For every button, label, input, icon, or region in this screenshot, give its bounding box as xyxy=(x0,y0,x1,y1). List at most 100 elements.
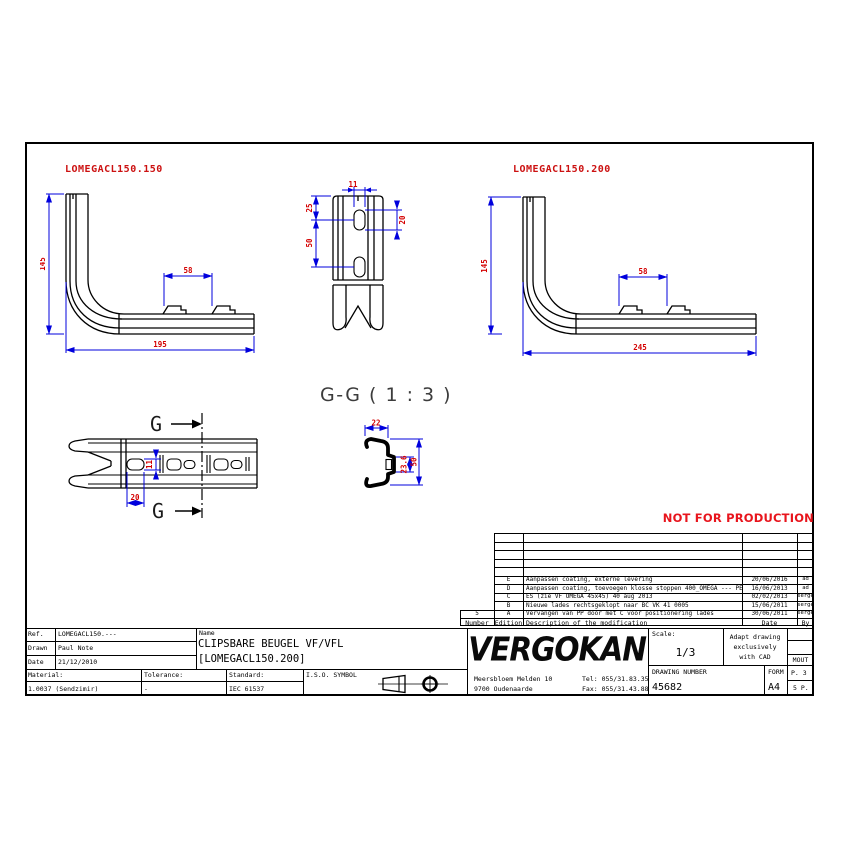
revision-description: Aanpassen coating, externe levering xyxy=(526,576,653,583)
dim-clip-text: 58 xyxy=(638,267,648,276)
company-logo: VERGOKAN xyxy=(468,629,648,669)
title-block: Ref. LOMEGACL150.--- Drawn Paul Note Dat… xyxy=(25,628,814,696)
section-profile-view: 22 23.6 50 xyxy=(364,419,423,489)
side-view: G G 20 11 xyxy=(68,412,258,523)
revision-by: serge xyxy=(797,610,814,616)
section-title: G-G ( 1 : 3 ) xyxy=(320,384,453,406)
company-address1: Meersbloem Melden 10 xyxy=(474,675,553,683)
section-letter: G xyxy=(150,412,162,436)
cone-icon xyxy=(382,674,406,694)
name-label: Name xyxy=(199,629,215,637)
form-label: FORM xyxy=(768,668,784,676)
revision-edition: C xyxy=(506,593,511,600)
company-tel: Tel: 055/31.83.35 xyxy=(582,675,649,683)
material-value: 1.0037 (Sendzimir) xyxy=(28,685,99,693)
revision-date: 16/06/2013 xyxy=(751,584,788,592)
left-bracket-geometry xyxy=(65,193,255,335)
target-circle-icon xyxy=(421,675,439,693)
adapt-note-line3: with CAD xyxy=(739,653,771,661)
revision-description: Aanpassen coating, toevoegen klosse stop… xyxy=(526,584,743,592)
revision-description: Vervangen van PP door met C voor positio… xyxy=(526,610,714,617)
revision-date: 30/06/2011 xyxy=(751,610,788,617)
section-arrow-icon xyxy=(175,506,202,516)
revision-by: serge xyxy=(797,593,814,599)
right-view-label: LOMEGACL150.200 xyxy=(513,164,611,175)
ref-label: Ref. xyxy=(28,630,44,638)
drawing-frame xyxy=(25,142,814,696)
side-view-dimensions: 20 11 xyxy=(126,449,161,507)
dim-width-text: 22 xyxy=(371,419,380,428)
adapt-note-line1: Adapt drawing xyxy=(729,633,781,641)
dim-top-text: 11 xyxy=(348,180,358,189)
revision-description: ES (zie VF OMEGA 45x45) 40 aug 2013 xyxy=(526,593,653,600)
drawing-number-value: 45682 xyxy=(652,682,683,693)
side-view-geometry xyxy=(68,438,258,489)
front-channel-view: 11 25 50 20 xyxy=(305,180,407,331)
dim-inner-text: 23.6 xyxy=(400,455,409,474)
revision-edition: D xyxy=(506,584,511,592)
drawn-label: Drawn xyxy=(28,644,48,652)
revision-date: 15/06/2011 xyxy=(751,601,788,609)
dim-height-text: 145 xyxy=(40,257,47,271)
ref-value: LOMEGACL150.--- xyxy=(58,630,117,638)
dim-slot-text: 20 xyxy=(398,215,407,225)
revision-header-description: Description of the modification xyxy=(526,618,648,627)
adapt-note-line2: exclusively xyxy=(733,643,777,651)
revision-edition: E xyxy=(506,576,511,583)
section-marker-top: G xyxy=(150,412,202,436)
scale-value: 1/3 xyxy=(675,646,696,659)
date-value: 21/12/2010 xyxy=(58,658,98,666)
standard-value: IEC 61537 xyxy=(229,685,265,693)
iso-symbol-label: I.S.O. SYMBOL xyxy=(306,671,357,679)
dim-offset-text: 25 xyxy=(305,203,314,212)
page-count: 5 P. xyxy=(793,684,809,692)
company-fax: Fax: 055/31.43.88 xyxy=(582,685,649,693)
dim-height-text: 145 xyxy=(480,259,489,273)
dim-width-text: 20 xyxy=(130,493,140,502)
form-value: A4 xyxy=(768,682,781,693)
material-label: Material: xyxy=(28,671,64,679)
clip-section-slot xyxy=(385,458,393,471)
dim-length-text: 245 xyxy=(633,343,647,352)
section-arrow-icon xyxy=(171,419,202,429)
dim-height-text: 50 xyxy=(410,457,419,467)
revision-header-date: Date xyxy=(761,618,778,627)
left-bracket-view: 145 58 195 xyxy=(40,193,255,353)
company-address2: 9700 Oudenaarde xyxy=(474,685,533,693)
mout-cell: MOUT xyxy=(792,656,809,664)
revision-date: 20/06/2016 xyxy=(751,576,788,583)
tolerance-label: Tolerance: xyxy=(144,671,184,679)
revision-edition: B xyxy=(506,601,511,609)
dim-length-text: 195 xyxy=(153,340,167,349)
section-profile-dimensions: 22 23.6 50 xyxy=(364,419,423,486)
dim-clip-text: 58 xyxy=(183,266,193,275)
date-label: Date xyxy=(28,658,44,666)
revision-header-edition: Edition xyxy=(494,618,523,627)
front-channel-dimensions: 11 25 50 20 xyxy=(305,180,407,268)
section-marker-bottom: G xyxy=(152,499,202,523)
left-view-label: LOMEGACL150.150 xyxy=(65,164,163,175)
revision-date: 02/02/2013 xyxy=(751,593,788,600)
revision-header-by: By xyxy=(801,618,810,627)
drawing-number-label: DRAWING NUMBER xyxy=(652,668,707,676)
not-for-production-watermark: NOT FOR PRODUCTION xyxy=(662,511,814,525)
right-bracket-geometry xyxy=(522,196,757,335)
revision-edition: A xyxy=(506,610,511,617)
revision-header-number: Number xyxy=(465,618,489,627)
revision-by: ad xyxy=(802,576,809,582)
clip-section-profile xyxy=(364,437,396,489)
revision-by: serge xyxy=(797,601,814,608)
dim-slot-text: 11 xyxy=(145,460,154,470)
dim-pitch-text: 50 xyxy=(305,238,314,248)
revision-number-box xyxy=(460,609,495,626)
tolerance-value: - xyxy=(144,685,148,693)
revision-table-border xyxy=(494,533,814,626)
revision-by: ad xyxy=(802,584,809,591)
right-bracket-view: 145 58 245 xyxy=(480,196,757,356)
section-letter: G xyxy=(152,499,164,523)
revision-description: Nieuwe lades rechtsgeklopt naar BC VK 41… xyxy=(526,601,689,609)
standard-label: Standard: xyxy=(229,671,265,679)
revision-table: E Aanpassen coating, externe levering 20… xyxy=(460,533,814,626)
left-bracket-dimensions: 145 58 195 xyxy=(40,193,255,353)
